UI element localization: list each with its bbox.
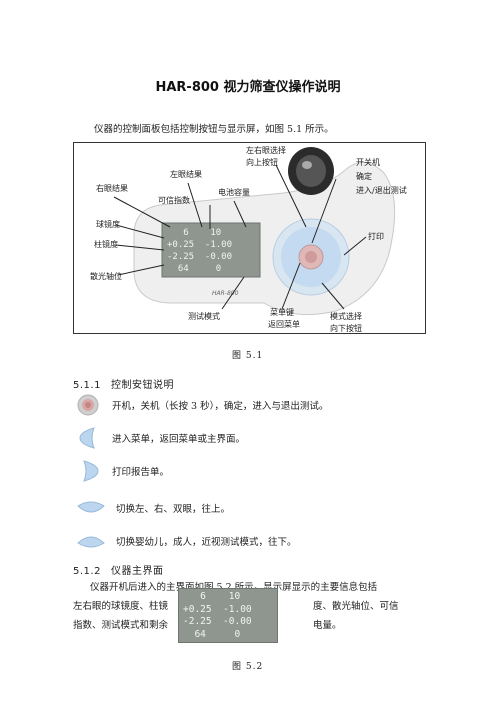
control-text: 切换婴幼儿，成人，近视测试模式，往下。 [116,537,297,548]
label-power-1: 开关机 [356,157,380,167]
label-battery: 电池容量 [218,187,250,197]
control-item-power: 开机，关机（长按 3 秒），确定，进入与退出测试。 [76,393,328,417]
section-number: 5.1.1 [73,380,101,391]
lcd-row-2: +0.25 -1.00 [167,240,232,250]
control-text: 开机，关机（长按 3 秒），确定，进入与退出测试。 [112,401,329,412]
lcd-row-1: 6 10 [183,591,246,602]
intro-paragraph: 仪器的控制面板包括控制按钮与显示屏，如图 5.1 所示。 [94,124,334,135]
control-text: 打印报告单。 [112,467,170,478]
section-5-1-1-heading: 5.1.1 控制安钮说明 [73,376,174,391]
label-lr-select-1: 左右眼选择 [246,145,286,155]
control-text: 进入菜单，返回菜单或主界面。 [112,434,246,445]
label-right-eye: 右眼结果 [96,183,128,193]
section-title: 控制安钮说明 [110,380,174,391]
label-sphere: 球镜度 [96,219,120,229]
power-button-icon [77,394,99,416]
lcd-row-1: 6 10 [167,228,227,238]
paragraph-line-3b: 电量。 [313,620,342,631]
control-item-down: 切换婴幼儿，成人，近视测试模式，往下。 [76,529,297,553]
lcd-row-4: 64 0 [167,264,227,274]
lcd-row-3: -2.25 -0.00 [183,616,252,628]
label-print: 打印 [368,231,384,241]
section-5-1-2-heading: 5.1.2 仪器主界面 [73,562,163,577]
label-mode-select-1: 模式选择 [330,311,362,321]
device-illustration: 6 10 +0.25 -1.00 -2.25 -0.00 64 0 HAR-80… [90,145,407,333]
print-right-button-icon [83,460,99,482]
label-power-2: 确定 [356,171,372,181]
lens-inner [296,155,326,187]
control-text: 切换左、右、双眼，往上。 [116,504,231,515]
callout-lines [113,164,367,310]
lcd-row-3: -2.25 -0.00 [167,252,232,262]
label-lr-select-2: 向上按钮 [246,157,278,167]
label-test-mode: 测试模式 [188,311,220,321]
lens-highlight [302,161,312,169]
label-left-eye: 左眼结果 [170,169,202,179]
menu-left-button-icon [79,427,95,449]
label-power-3: 进入/退出测试 [356,185,407,195]
section-number: 5.1.2 [73,566,101,577]
figure-5-2-caption: 图 5.2 [232,662,264,672]
section-title: 仪器主界面 [110,566,164,577]
label-cylinder: 柱镜度 [94,239,118,249]
paragraph-line-1: 仪器开机后进入的主界面如图 5.2 所示。显示屏显示的主要信息包括 [90,582,378,593]
up-button-icon [77,501,105,513]
lcd-row-2: +0.25 -1.00 [183,603,252,615]
figure-5-1: 6 10 +0.25 -1.00 -2.25 -0.00 64 0 HAR-80… [73,142,426,334]
label-axis: 散光轴位 [90,271,122,281]
label-mode-select-2: 向下按钮 [330,323,362,333]
paragraph-line-2b: 度、散光轴位、可信 [313,601,399,612]
lcd-row-4: 64 0 [183,628,246,640]
paragraph-line-2a: 左右眼的球镜度、柱镜 [73,601,169,612]
device-model-label: HAR-800 [212,290,239,297]
document-title: HAR-800 视力筛查仪操作说明 [155,80,341,95]
control-item-menu: 进入菜单，返回菜单或主界面。 [76,426,245,450]
down-button-icon [77,536,105,548]
label-confidence: 可信指数 [158,195,190,205]
control-item-up: 切换左、右、双眼，往上。 [76,496,230,520]
figure-5-2-lcd: 6 10 +0.25 -1.00 -2.25 -0.00 64 0 [178,588,278,643]
label-menu-1: 菜单键 [270,307,294,317]
power-button-center [305,251,317,263]
control-item-print: 打印报告单。 [76,459,169,483]
figure-5-1-caption: 图 5.1 [232,351,264,361]
label-menu-2: 返回菜单 [268,319,300,329]
paragraph-line-3a: 指数、测试模式和剩余 [73,620,169,631]
lcd-screen [161,222,261,278]
